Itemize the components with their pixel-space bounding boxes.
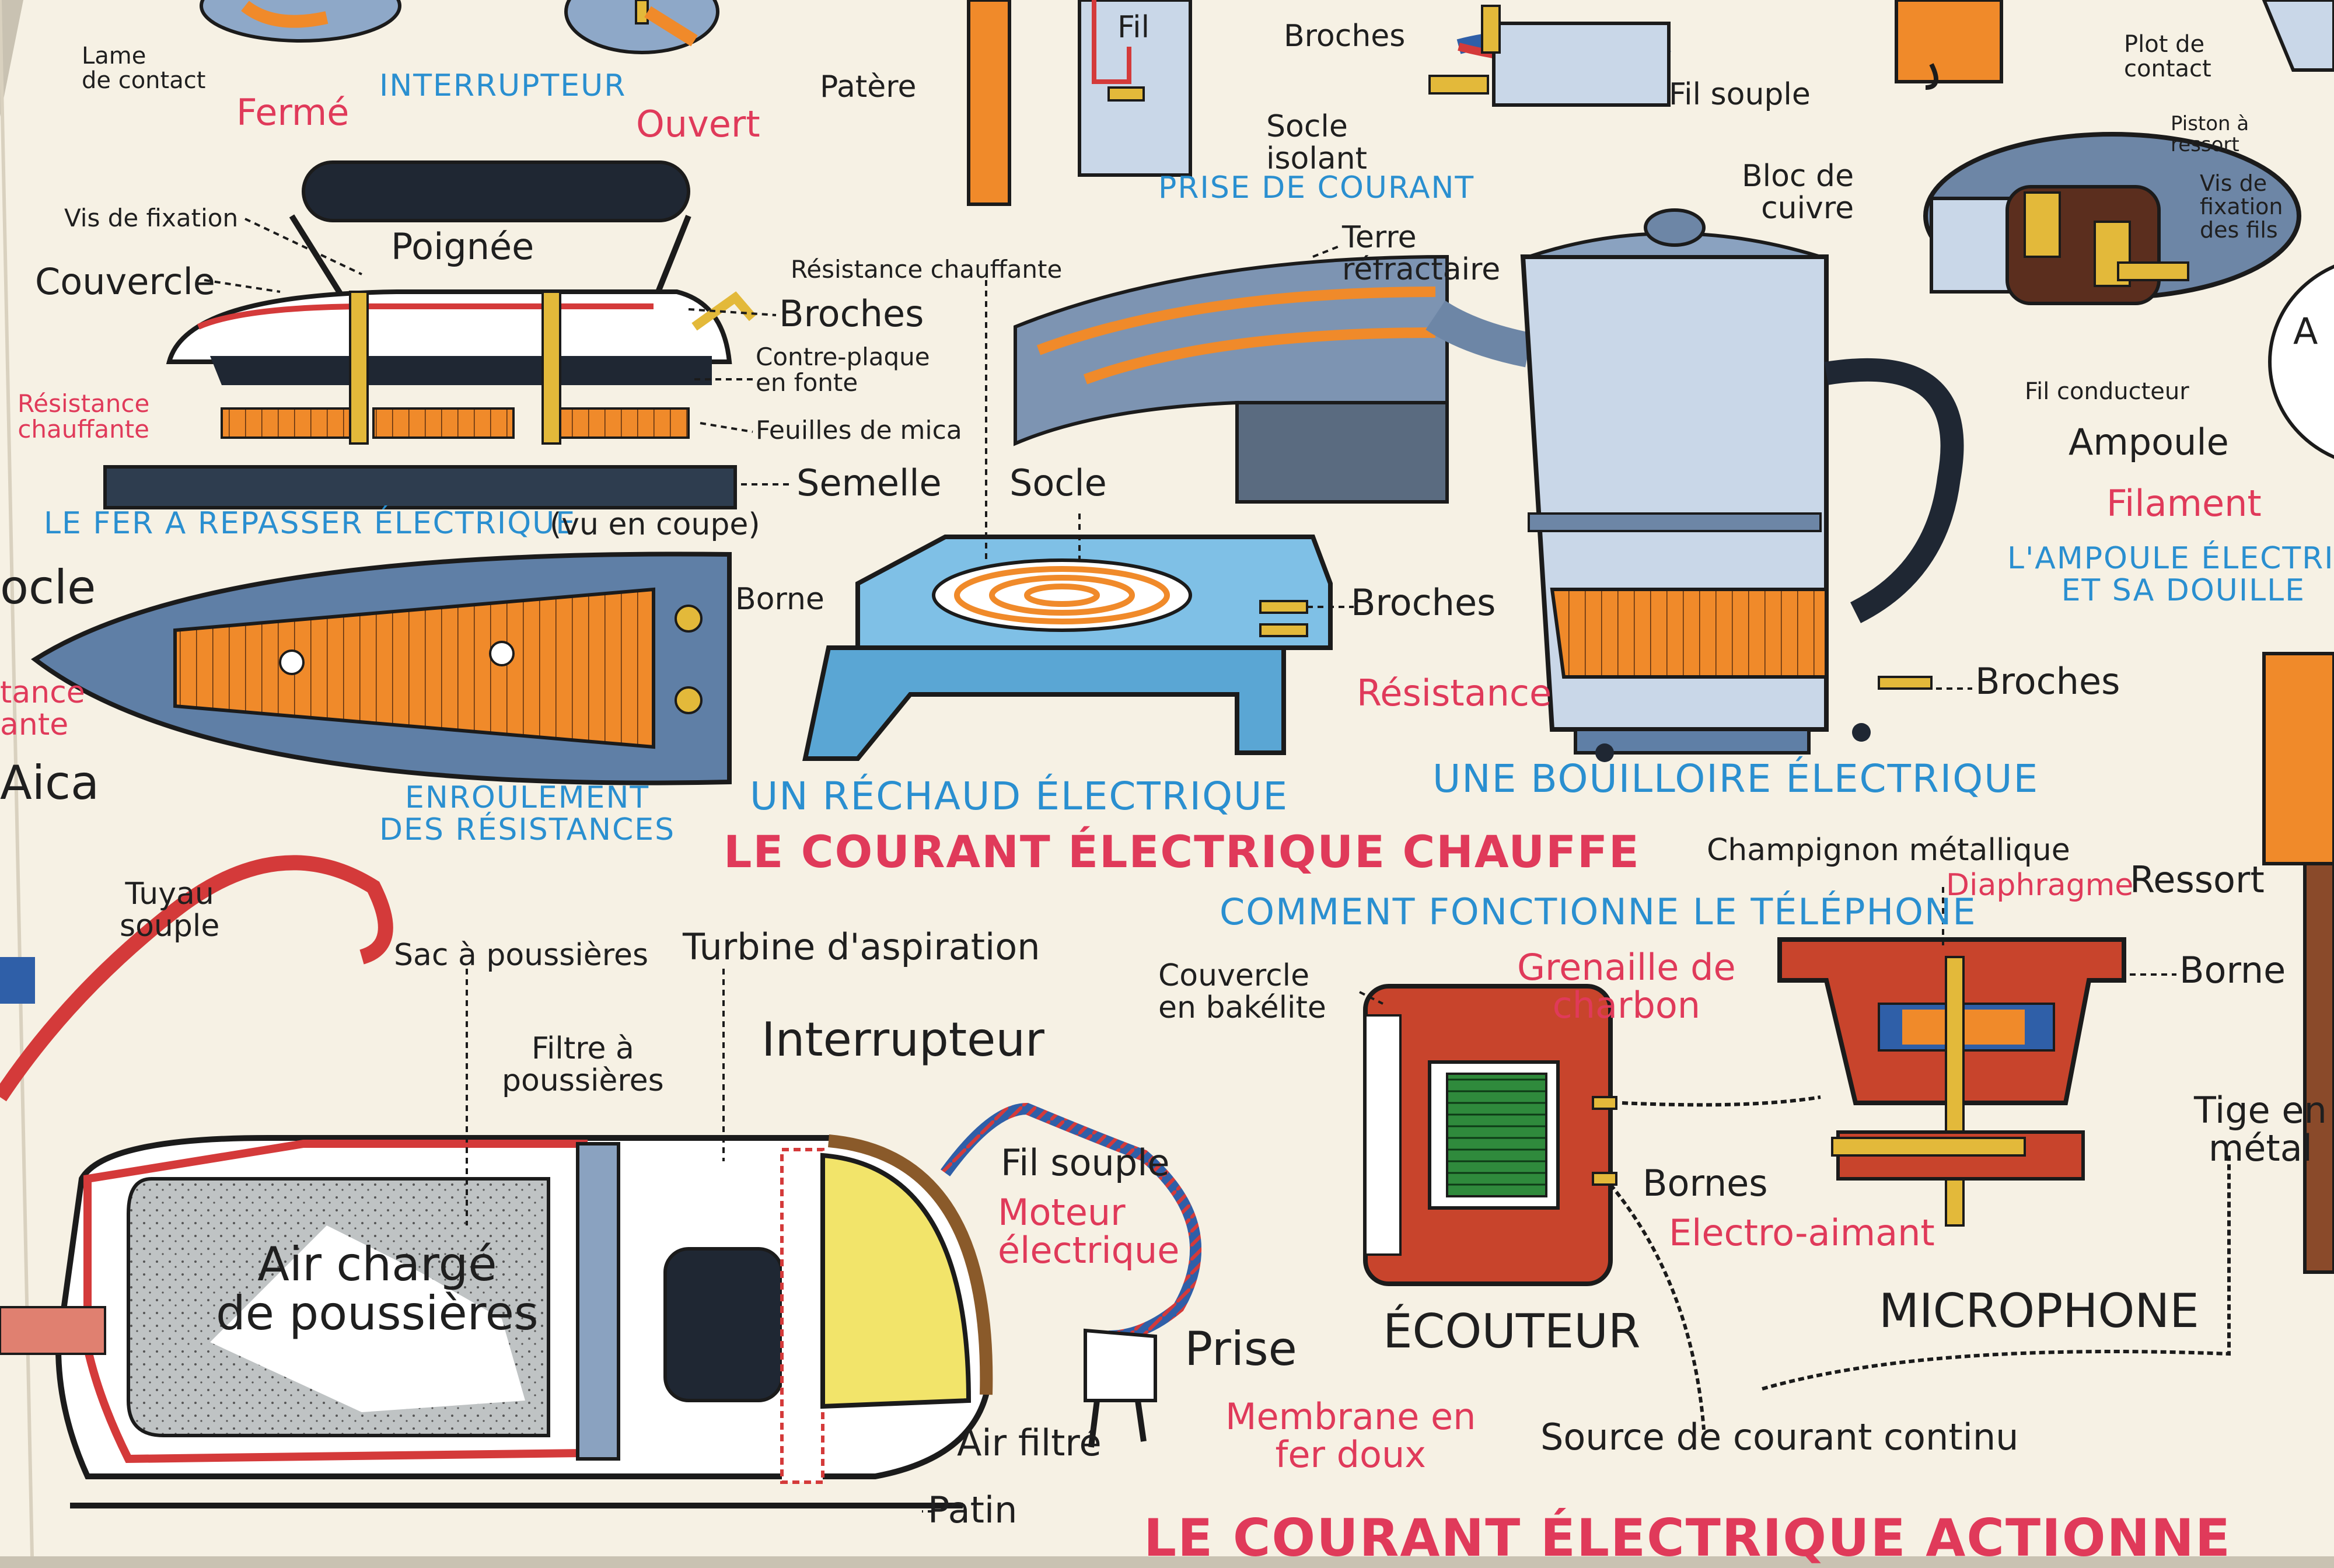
label-fil: Fil xyxy=(1117,10,1150,45)
earpiece-illustration xyxy=(1363,984,1617,1286)
title-microphone: MICROPHONE xyxy=(1879,1284,2199,1338)
label-kettle-broches: Broches xyxy=(1975,660,2120,703)
phone-wires xyxy=(1609,1095,2231,1430)
label-electro-aimant: Electro-aimant xyxy=(1669,1211,1935,1254)
label-champignon: Champignon métallique xyxy=(1707,833,2070,868)
label-iron-broches: Broches xyxy=(779,292,924,335)
kettle-illustration xyxy=(1425,208,1964,762)
label-iron-resistance: Résistance chauffante xyxy=(18,389,150,444)
title-ecouteur: ÉCOUTEUR xyxy=(1383,1304,1641,1359)
label-coil-mica: Aica xyxy=(0,756,99,810)
label-coil-resistance: tance ante xyxy=(0,675,85,742)
title-bouilloire: UNE BOUILLOIRE ÉLECTRIQUE xyxy=(1432,756,2039,801)
switch-illustration xyxy=(200,0,719,54)
label-ampoule: Ampoule xyxy=(2069,421,2229,463)
label-prise: Prise xyxy=(1185,1322,1297,1376)
title-rechaud: UN RÉCHAUD ÉLECTRIQUE xyxy=(750,774,1289,819)
label-socle-coil: ocle xyxy=(0,560,96,614)
coil-illustration xyxy=(31,551,732,785)
leader-lines xyxy=(204,218,2176,1513)
label-semelle: Semelle xyxy=(796,462,942,504)
label-patere: Patère xyxy=(820,69,917,104)
label-socle-stove: Socle xyxy=(1009,462,1107,504)
label-piston: Piston à ressort xyxy=(2171,112,2249,156)
label-air-filtre: Air filtré xyxy=(957,1422,1102,1464)
iron-illustration xyxy=(103,160,757,509)
label-mica: Feuilles de mica xyxy=(756,415,962,445)
label-tuyau-souple: Tuyau souple xyxy=(120,876,220,944)
label-air-charge: Air chargé de poussières xyxy=(216,1237,539,1340)
label-terre-refractaire: Terre réfractaire xyxy=(1342,220,1501,287)
label-borne-coil: Borne xyxy=(735,582,824,617)
title-fer-a-repasser: LE FER A REPASSER ÉLECTRIQUE xyxy=(44,506,576,541)
label-bloc-cuivre: Bloc de cuivre xyxy=(1742,159,1854,226)
label-ressort: Ressort xyxy=(2130,858,2265,901)
label-ouvert: Ouvert xyxy=(636,103,760,145)
title-ampoule: L'AMPOULE ÉLECTRIQ ET SA DOUILLE xyxy=(2007,541,2334,608)
title-interrupteur: INTERRUPTEUR xyxy=(379,68,627,103)
plug-illustration xyxy=(1428,5,1671,107)
label-interrupteur-vacuum: Interrupteur xyxy=(761,1012,1044,1067)
label-poignee: Poignée xyxy=(391,225,534,268)
label-fil-souple-top: Fil souple xyxy=(1669,77,1811,112)
label-source-courant: Source de courant continu xyxy=(1540,1416,2019,1458)
label-ferme: Fermé xyxy=(236,91,350,134)
label-sac-poussieres: Sac à poussières xyxy=(394,938,649,973)
label-fil-conducteur: Fil conducteur xyxy=(2025,378,2189,405)
label-lame-contact: Lame de contact xyxy=(82,43,206,94)
socket-pillar xyxy=(967,0,1192,206)
label-turbine: Turbine d'aspiration xyxy=(683,926,1040,968)
label-socket-broches: Broches xyxy=(1284,19,1406,54)
label-plot-contact: Plot de contact xyxy=(2124,31,2211,82)
section-title-actionne: LE COURANT ÉLECTRIQUE ACTIONNE xyxy=(1144,1508,2231,1568)
label-couvercle: Couvercle xyxy=(35,260,215,303)
label-filtre: Filtre à poussières xyxy=(502,1031,664,1098)
bulb-illustration xyxy=(2262,264,2334,1274)
label-bornes: Bornes xyxy=(1643,1162,1768,1204)
vacuum-illustration xyxy=(0,855,1201,1508)
label-vis-fixation-fils: Vis de fixation des fils xyxy=(2200,170,2283,243)
label-membrane: Membrane en fer doux xyxy=(1225,1395,1476,1476)
refractory-illustration xyxy=(1014,254,1449,504)
label-stove-broches: Broches xyxy=(1351,581,1496,624)
label-socle-isolant: Socle isolant xyxy=(1266,109,1368,176)
label-couvercle-bakelite: Couvercle en bakélite xyxy=(1158,958,1326,1025)
microphone-illustration xyxy=(1777,937,2126,1227)
title-enroulement: ENROULEMENT DES RÉSISTANCES xyxy=(379,780,676,847)
label-borne-phone: Borne xyxy=(2179,949,2286,991)
label-resistance-chauffante: Résistance chauffante xyxy=(791,255,1063,284)
label-kettle-resistance: Résistance xyxy=(1357,672,1552,714)
title-prise-de-courant: PRISE DE COURANT xyxy=(1158,170,1475,205)
label-grenaille: Grenaille de charbon xyxy=(1517,946,1736,1027)
label-filament: Filament xyxy=(2106,482,2262,525)
label-diaphragme: Diaphragme xyxy=(1946,868,2134,903)
lampholder-top xyxy=(1895,0,2334,90)
label-patin: Patin xyxy=(928,1489,1018,1531)
lampholder-illustration xyxy=(1923,132,2301,305)
title-vu-en-coupe: (vu en coupe) xyxy=(550,507,760,542)
label-contre-plaque: Contre-plaque en fonte xyxy=(756,343,930,397)
label-a: A xyxy=(2293,310,2318,352)
label-fil-souple-vacuum: Fil souple xyxy=(1001,1141,1170,1184)
label-moteur: Moteur électrique xyxy=(998,1191,1180,1272)
label-tige-metal: Tige en métal xyxy=(2194,1089,2327,1170)
section-title-chauffe: LE COURANT ÉLECTRIQUE CHAUFFE xyxy=(724,826,1640,878)
title-telephone: COMMENT FONCTIONNE LE TÉLÉPHONE xyxy=(1220,890,1977,933)
stove-illustration xyxy=(802,535,1333,761)
label-vis-fixation: Vis de fixation xyxy=(64,204,239,232)
